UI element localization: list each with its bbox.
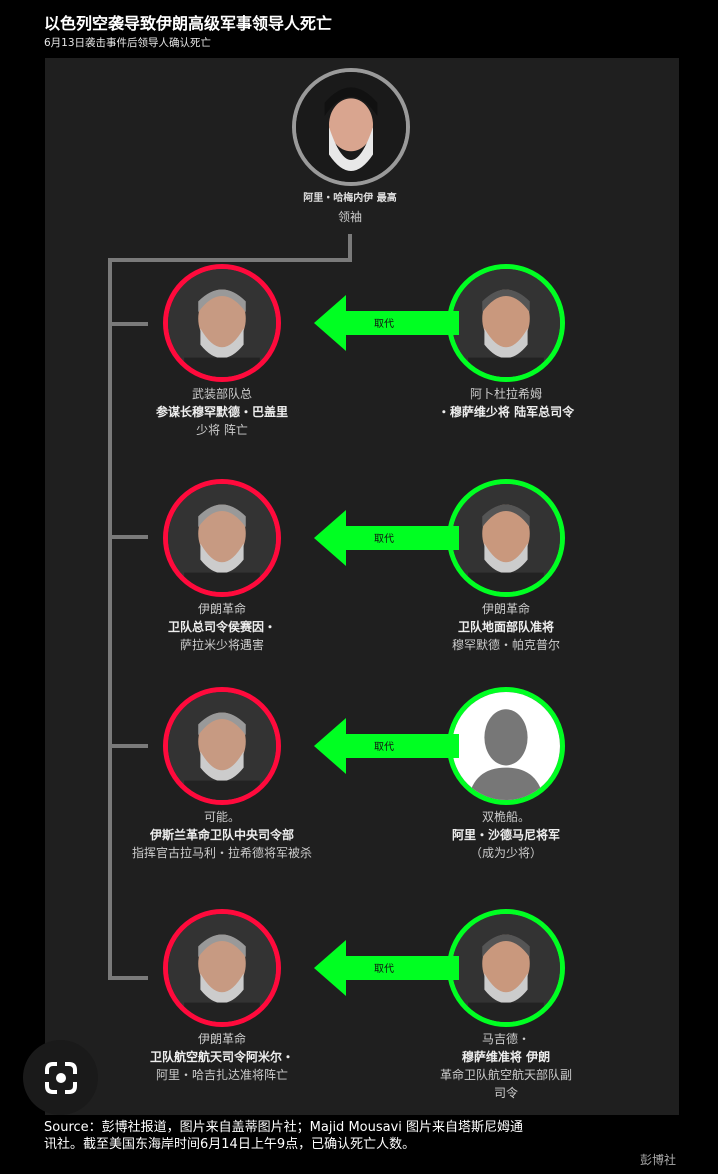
successor-portrait	[447, 479, 565, 597]
successor-label-line: 卫队地面部队准将	[457, 620, 554, 634]
killed-label-line: 可能。	[203, 810, 240, 824]
tree-line	[108, 258, 112, 980]
killed-portrait	[163, 479, 281, 597]
replace-arrow: 取代	[314, 293, 459, 353]
killed-portrait	[163, 264, 281, 382]
replace-label: 取代	[374, 964, 394, 975]
successor-portrait	[447, 264, 565, 382]
replace-arrow: 取代	[314, 938, 459, 998]
successor-label-line: ・穆萨维少将 陆军总司令	[437, 405, 575, 419]
successor-label-line: 阿卜杜拉希姆	[469, 387, 542, 401]
successor-label-line: 阿里・沙德马尼将军	[451, 828, 560, 842]
successor-label-line: 双桅船。	[481, 810, 530, 824]
killed-label-line: 参谋长穆罕默德・巴盖里	[155, 405, 288, 419]
replace-arrow: 取代	[314, 716, 459, 776]
successor-label-line: 司令	[493, 1086, 518, 1100]
page-subtitle: 6月13日袭击事件后领导人确认死亡	[44, 37, 212, 49]
tree-branch	[108, 535, 148, 539]
replace-label: 取代	[374, 534, 394, 545]
killed-label: 伊朗革命卫队航空航天司令阿米尔・阿里・哈吉扎达准将阵亡	[102, 1030, 342, 1084]
tree-branch	[108, 322, 148, 326]
successor-label-line: 伊朗革命	[481, 602, 530, 616]
successor-label: 阿卜杜拉希姆・穆萨维少将 陆军总司令	[386, 385, 626, 421]
killed-label-line: 卫队航空航天司令阿米尔・	[149, 1050, 294, 1064]
killed-portrait	[163, 687, 281, 805]
killed-label-line: 卫队总司令侯赛因・	[167, 620, 276, 634]
google-lens-icon[interactable]	[43, 1060, 79, 1096]
replace-label: 取代	[374, 319, 394, 330]
tree-branch	[108, 744, 148, 748]
infographic-panel	[45, 58, 679, 1115]
killed-label: 伊朗革命卫队总司令侯赛因・萨拉米少将遇害	[102, 600, 342, 654]
brand-label: 彭博社	[639, 1153, 676, 1167]
leader-portrait	[292, 68, 410, 186]
killed-label-line: 伊朗革命	[197, 602, 246, 616]
successor-label-line: 革命卫队航空航天部队副	[439, 1068, 572, 1082]
replace-arrow: 取代	[314, 508, 459, 568]
killed-label-line: 伊朗革命	[197, 1032, 246, 1046]
replace-label: 取代	[374, 742, 394, 753]
successor-label: 马吉德・穆萨维准将 伊朗革命卫队航空航天部队副司令	[386, 1030, 626, 1102]
killed-label-line: 萨拉米少将遇害	[179, 638, 264, 652]
source-note: Source：彭博社报道，图片来自盖蒂图片社；Majid Mousavi 图片来…	[44, 1120, 524, 1152]
successor-label: 双桅船。阿里・沙德马尼将军 （成为少将）	[386, 808, 626, 862]
killed-label-line: 阿里・哈吉扎达准将阵亡	[155, 1068, 288, 1082]
killed-label: 武装部队总参谋长穆罕默德・巴盖里少将 阵亡	[102, 385, 342, 439]
killed-label-line: 伊斯兰革命卫队中央司令部	[149, 828, 294, 842]
leader-label: 阿里・哈梅内伊 最高 领袖	[303, 193, 397, 224]
killed-portrait	[163, 909, 281, 1027]
successor-label-line: 马吉德・	[481, 1032, 530, 1046]
killed-label: 可能。伊斯兰革命卫队中央司令部指挥官古拉马利・拉希德将军被杀	[102, 808, 342, 862]
killed-label-line: 少将 阵亡	[196, 423, 248, 437]
successor-portrait	[447, 687, 565, 805]
successor-label-line: 穆萨维准将 伊朗	[461, 1050, 551, 1064]
successor-portrait	[447, 909, 565, 1027]
tree-line	[108, 258, 352, 262]
killed-label-line: 指挥官古拉马利・拉希德将军被杀	[131, 846, 312, 860]
successor-label-line: 穆罕默德・帕克普尔	[451, 638, 560, 652]
successor-label-line: （成为少将）	[469, 846, 542, 860]
tree-line	[348, 234, 352, 262]
page-title: 以色列空袭导致伊朗高级军事领导人死亡	[44, 14, 333, 33]
successor-label: 伊朗革命卫队地面部队准将穆罕默德・帕克普尔	[386, 600, 626, 654]
tree-branch	[108, 976, 148, 980]
person-silhouette-icon	[452, 692, 560, 800]
killed-label-line: 武装部队总	[191, 387, 252, 401]
